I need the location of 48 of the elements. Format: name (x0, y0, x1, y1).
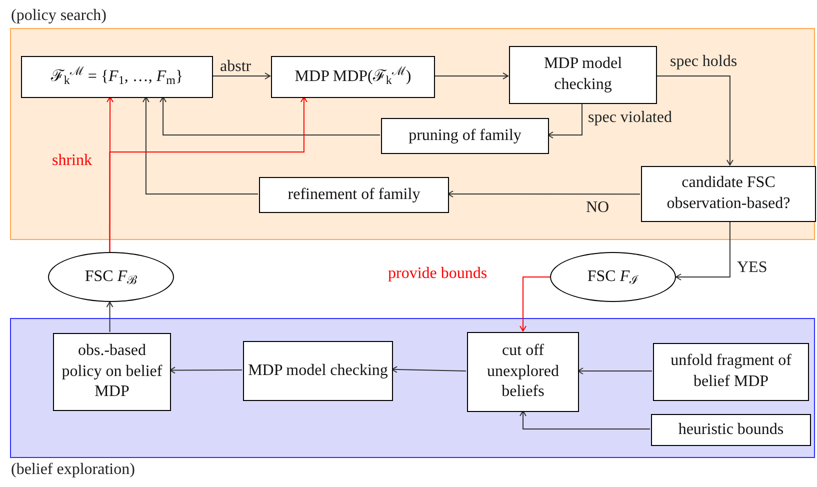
process-box (467, 332, 579, 412)
region-heading: (belief exploration) (11, 460, 135, 480)
process-box (381, 118, 549, 154)
node-label: unfold fragment of belief MDP (670, 351, 792, 392)
edge-label: YES (737, 258, 768, 278)
edge-label: abstr (220, 57, 252, 76)
node-label: MDP model checking (542, 54, 624, 95)
node-label: MDP MDP(ℱ$_{k}$$^{ℳ}$) (294, 66, 412, 88)
process-box (53, 333, 171, 411)
process-box (509, 46, 657, 104)
node-label: obs.-based policy on belief MDP (60, 340, 164, 402)
region-heading: (policy search) (11, 6, 107, 26)
arrow (170, 366, 242, 374)
arrow (520, 276, 550, 332)
node-label: ℱ$_{k}$$^{ℳ}$ = {F$_{1}$, …, F$_{m}$} (50, 66, 184, 88)
node-label: heuristic bounds (678, 420, 784, 440)
arrow (520, 410, 650, 430)
arrow (434, 72, 508, 80)
arrow (142, 96, 258, 194)
arrow (160, 96, 380, 136)
edge-label: spec holds (670, 52, 738, 72)
arrow (392, 366, 466, 373)
process-box (271, 56, 435, 98)
arrow (656, 75, 734, 166)
node-label: candidate FSC observation-based? (666, 173, 792, 214)
arrow (448, 190, 640, 198)
edge-label: NO (586, 198, 610, 218)
arrow (212, 72, 270, 80)
process-box (243, 341, 393, 401)
node-label: pruning of family (408, 126, 522, 146)
node-label: cut off unexplored beliefs (486, 340, 560, 402)
arrow (578, 368, 652, 374)
edge-label: shrink (52, 151, 92, 170)
process-box (651, 414, 811, 446)
process-box (641, 166, 816, 222)
edge-label: spec violated (588, 108, 672, 128)
node-label: FSC F$_{ℬ}$ (84, 266, 138, 288)
process-box (653, 343, 809, 401)
arrow (106, 302, 114, 332)
node-label: FSC F$_{ℐ}$ (587, 266, 639, 288)
node-label: refinement of family (288, 184, 420, 205)
process-box (259, 177, 449, 213)
node-label: MDP model checking (248, 360, 388, 381)
arrow (548, 102, 582, 138)
arrow (109, 96, 308, 252)
arrow (676, 220, 730, 280)
edge-label: provide bounds (388, 264, 488, 284)
process-box (21, 56, 213, 98)
